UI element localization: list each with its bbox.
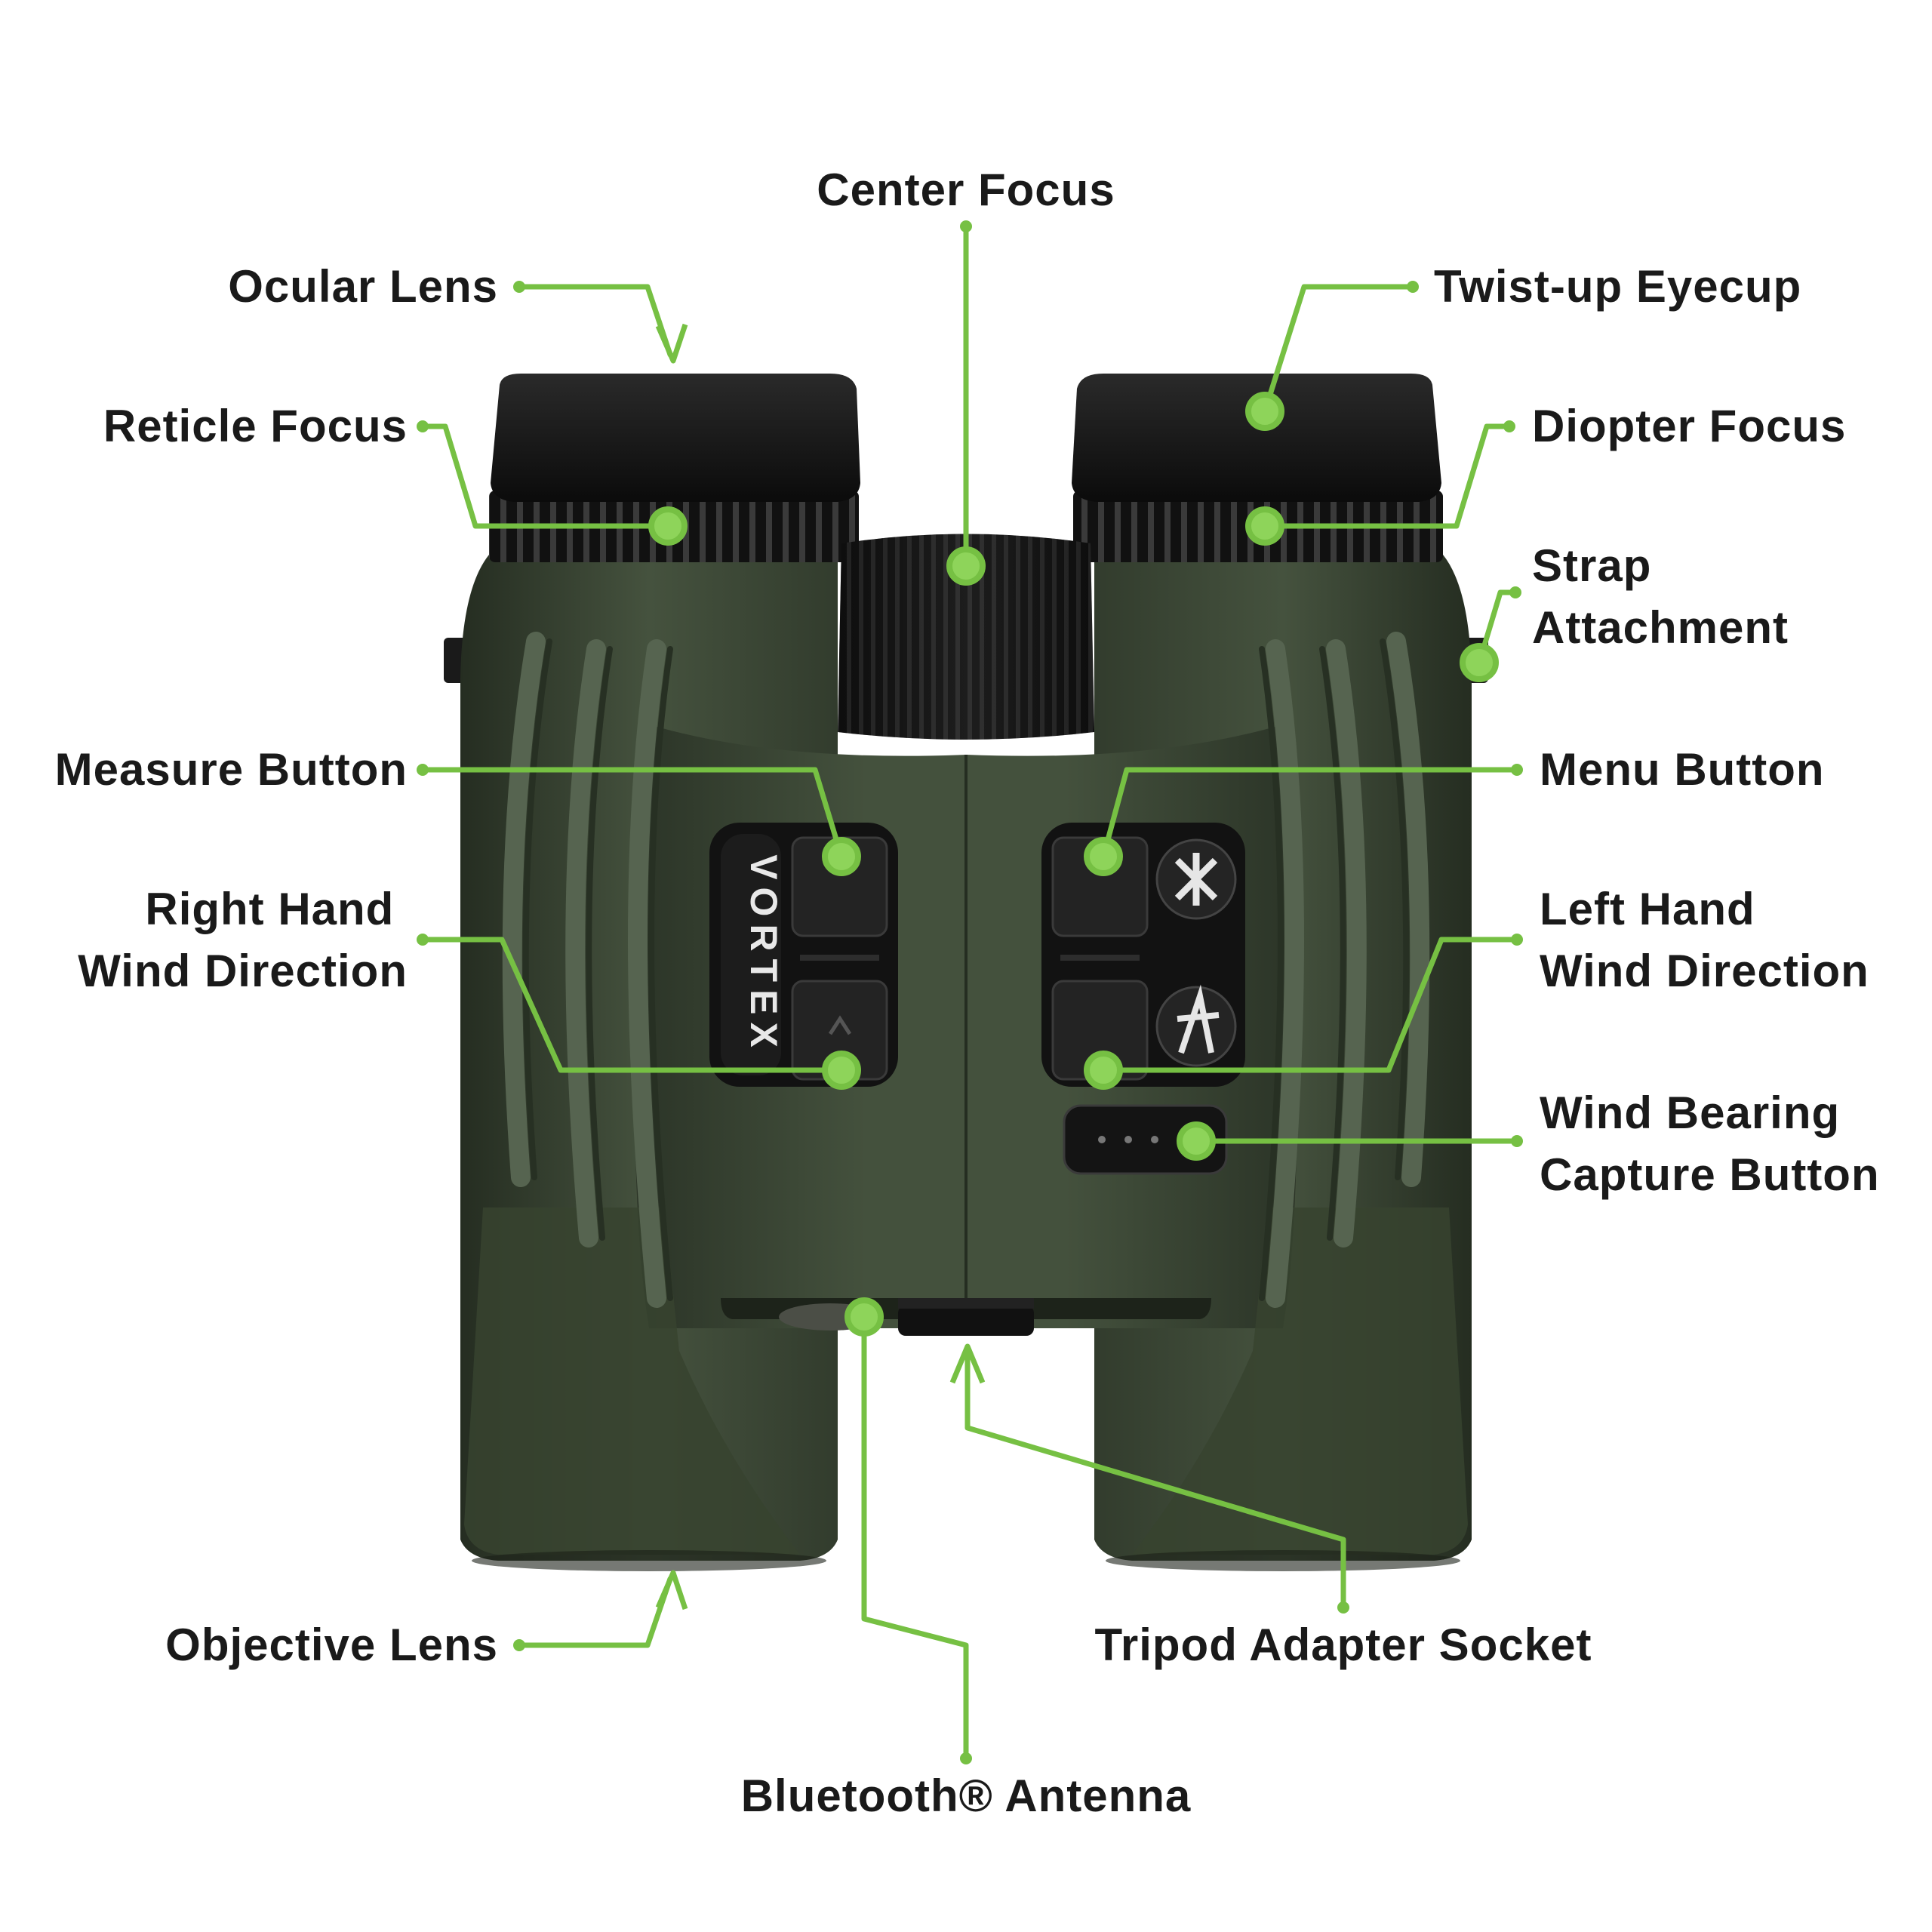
leader-start-dot xyxy=(1503,420,1515,432)
callout-label-wind-bearing-line1: Wind Bearing xyxy=(1540,1088,1840,1138)
svg-text:Strap Attachment: Strap Attachment xyxy=(1532,540,1789,653)
svg-text:Reticle Focus: Reticle Focus xyxy=(103,401,408,451)
svg-text:Bluetooth® Antenna: Bluetooth® Antenna xyxy=(741,1770,1192,1821)
callout-measure-button: Measure Button xyxy=(55,744,861,876)
leader-arrow xyxy=(655,1570,688,1611)
leader-end-dot xyxy=(822,1051,861,1090)
svg-text:Menu Button: Menu Button xyxy=(1540,744,1825,795)
callout-label-twist-up-eyecup: Twist-up Eyecup xyxy=(1434,261,1801,312)
leader-line xyxy=(516,1576,673,1648)
leader-arrow xyxy=(655,323,688,364)
left-eyecup xyxy=(491,374,860,502)
callout-label-diopter-focus: Diopter Focus xyxy=(1532,401,1846,451)
callout-label-reticle-focus: Reticle Focus xyxy=(103,401,408,451)
leader-start-dot xyxy=(960,220,972,232)
brand-logo-text: VORTEX xyxy=(743,854,785,1055)
leader-start-dot xyxy=(1511,934,1523,946)
callout-label-center-focus: Center Focus xyxy=(817,165,1115,215)
leader-start-dot xyxy=(1511,764,1523,776)
callout-ocular-lens: Ocular Lens xyxy=(228,261,688,364)
leader-line xyxy=(1100,767,1520,860)
wind-direction-emblem-icon xyxy=(1155,986,1237,1067)
callout-reticle-focus: Reticle Focus xyxy=(103,401,688,546)
leader-end-dot xyxy=(946,546,986,586)
leader-end-dot xyxy=(844,1297,884,1337)
leader-line xyxy=(1100,937,1520,1073)
leader-end-dot xyxy=(1245,506,1284,546)
callout-label-ocular-lens: Ocular Lens xyxy=(228,261,498,312)
binocular-body: VORTEX xyxy=(444,374,1488,1571)
right-control-panel xyxy=(1041,823,1245,1175)
leader-start-dot xyxy=(1407,281,1419,293)
callout-label-right-hand-line1: Right Hand xyxy=(145,884,394,934)
left-control-panel: VORTEX xyxy=(709,823,898,1087)
svg-text:Left Hand Wind Directi: Left Hand Wind Direction xyxy=(1540,884,1869,996)
leader-start-dot xyxy=(417,420,429,432)
callout-label-left-hand-line1: Left Hand xyxy=(1540,884,1755,934)
left-objective-housing xyxy=(464,1208,800,1555)
leader-start-dot xyxy=(1511,1135,1523,1147)
svg-text:Diopter Focus: Diopter Focus xyxy=(1532,401,1846,451)
leader-end-dot xyxy=(648,506,688,546)
callout-left-hand-wind-direction: Left Hand Wind Direction xyxy=(1084,884,1869,1090)
svg-text:Right Hand Wind Direct: Right Hand Wind Direction xyxy=(78,884,408,996)
left-grip-ribs xyxy=(502,632,666,1308)
svg-text:Ocular Lens: Ocular Lens xyxy=(228,261,498,312)
callout-menu-button: Menu Button xyxy=(1084,744,1825,876)
leader-end-dot xyxy=(1084,1051,1123,1090)
svg-text:Measure Button: Measure Button xyxy=(55,744,408,795)
leader-line xyxy=(964,1348,1346,1611)
svg-text:Tripod Adapter Socket: Tripod Adapter Socket xyxy=(1095,1620,1592,1670)
right-objective-housing xyxy=(1132,1208,1468,1555)
callout-label-strap-attachment-line1: Strap xyxy=(1532,540,1651,591)
leader-line xyxy=(420,937,844,1073)
callout-layer: Center Focus Ocular Lens Twist-up Eyecup… xyxy=(55,165,1880,1821)
callout-center-focus: Center Focus xyxy=(817,165,1115,586)
leader-end-dot xyxy=(1177,1121,1216,1161)
callout-label-menu-button: Menu Button xyxy=(1540,744,1825,795)
callout-right-hand-wind-direction: Right Hand Wind Direction xyxy=(78,884,861,1090)
leader-arrow xyxy=(949,1343,986,1384)
callout-objective-lens: Objective Lens xyxy=(165,1570,688,1670)
leader-start-dot xyxy=(513,281,525,293)
leader-start-dot xyxy=(960,1752,972,1764)
leader-line xyxy=(420,767,844,860)
callout-bluetooth-antenna: Bluetooth® Antenna xyxy=(741,1297,1192,1821)
leader-line xyxy=(516,284,673,358)
leader-start-dot xyxy=(1509,586,1521,598)
leader-end-dot xyxy=(1460,643,1499,682)
leader-end-dot xyxy=(822,837,861,876)
leader-start-dot xyxy=(1337,1601,1349,1614)
svg-text:Twist-up Eyecup: Twist-up Eyecup xyxy=(1434,261,1801,312)
svg-text:Wind Bearing Capture B: Wind Bearing Capture Button xyxy=(1540,1088,1880,1200)
leader-end-dot xyxy=(1084,837,1123,876)
callout-wind-bearing-capture-button: Wind Bearing Capture Button xyxy=(1177,1088,1880,1200)
callout-label-wind-bearing-line2: Capture Button xyxy=(1540,1149,1880,1200)
svg-text:Center Focus: Center Focus xyxy=(817,165,1115,215)
callout-label-bluetooth-antenna: Bluetooth® Antenna xyxy=(741,1770,1192,1821)
callout-tripod-adapter-socket: Tripod Adapter Socket xyxy=(949,1343,1592,1670)
callout-label-objective-lens: Objective Lens xyxy=(165,1620,498,1670)
leader-end-dot xyxy=(1245,392,1284,431)
callout-label-measure-button: Measure Button xyxy=(55,744,408,795)
callout-label-strap-attachment-line2: Attachment xyxy=(1532,602,1789,653)
callout-label-tripod-adapter-socket: Tripod Adapter Socket xyxy=(1095,1620,1592,1670)
leader-start-dot xyxy=(513,1639,525,1651)
leader-start-dot xyxy=(417,764,429,776)
svg-text:Objective Lens: Objective Lens xyxy=(165,1620,498,1670)
leader-line xyxy=(420,423,671,529)
callout-label-left-hand-line2: Wind Direction xyxy=(1540,946,1869,996)
leader-line xyxy=(1262,423,1512,529)
tripod-socket-recess xyxy=(898,1306,1034,1336)
leader-start-dot xyxy=(417,934,429,946)
callout-strap-attachment: Strap Attachment xyxy=(1460,540,1789,682)
callout-label-right-hand-line2: Wind Direction xyxy=(78,946,408,996)
callout-diopter-focus: Diopter Focus xyxy=(1245,401,1846,546)
callout-twist-up-eyecup: Twist-up Eyecup xyxy=(1245,261,1801,431)
leader-line xyxy=(861,1314,969,1761)
leader-line xyxy=(1262,284,1416,414)
right-eyecup xyxy=(1072,374,1441,502)
